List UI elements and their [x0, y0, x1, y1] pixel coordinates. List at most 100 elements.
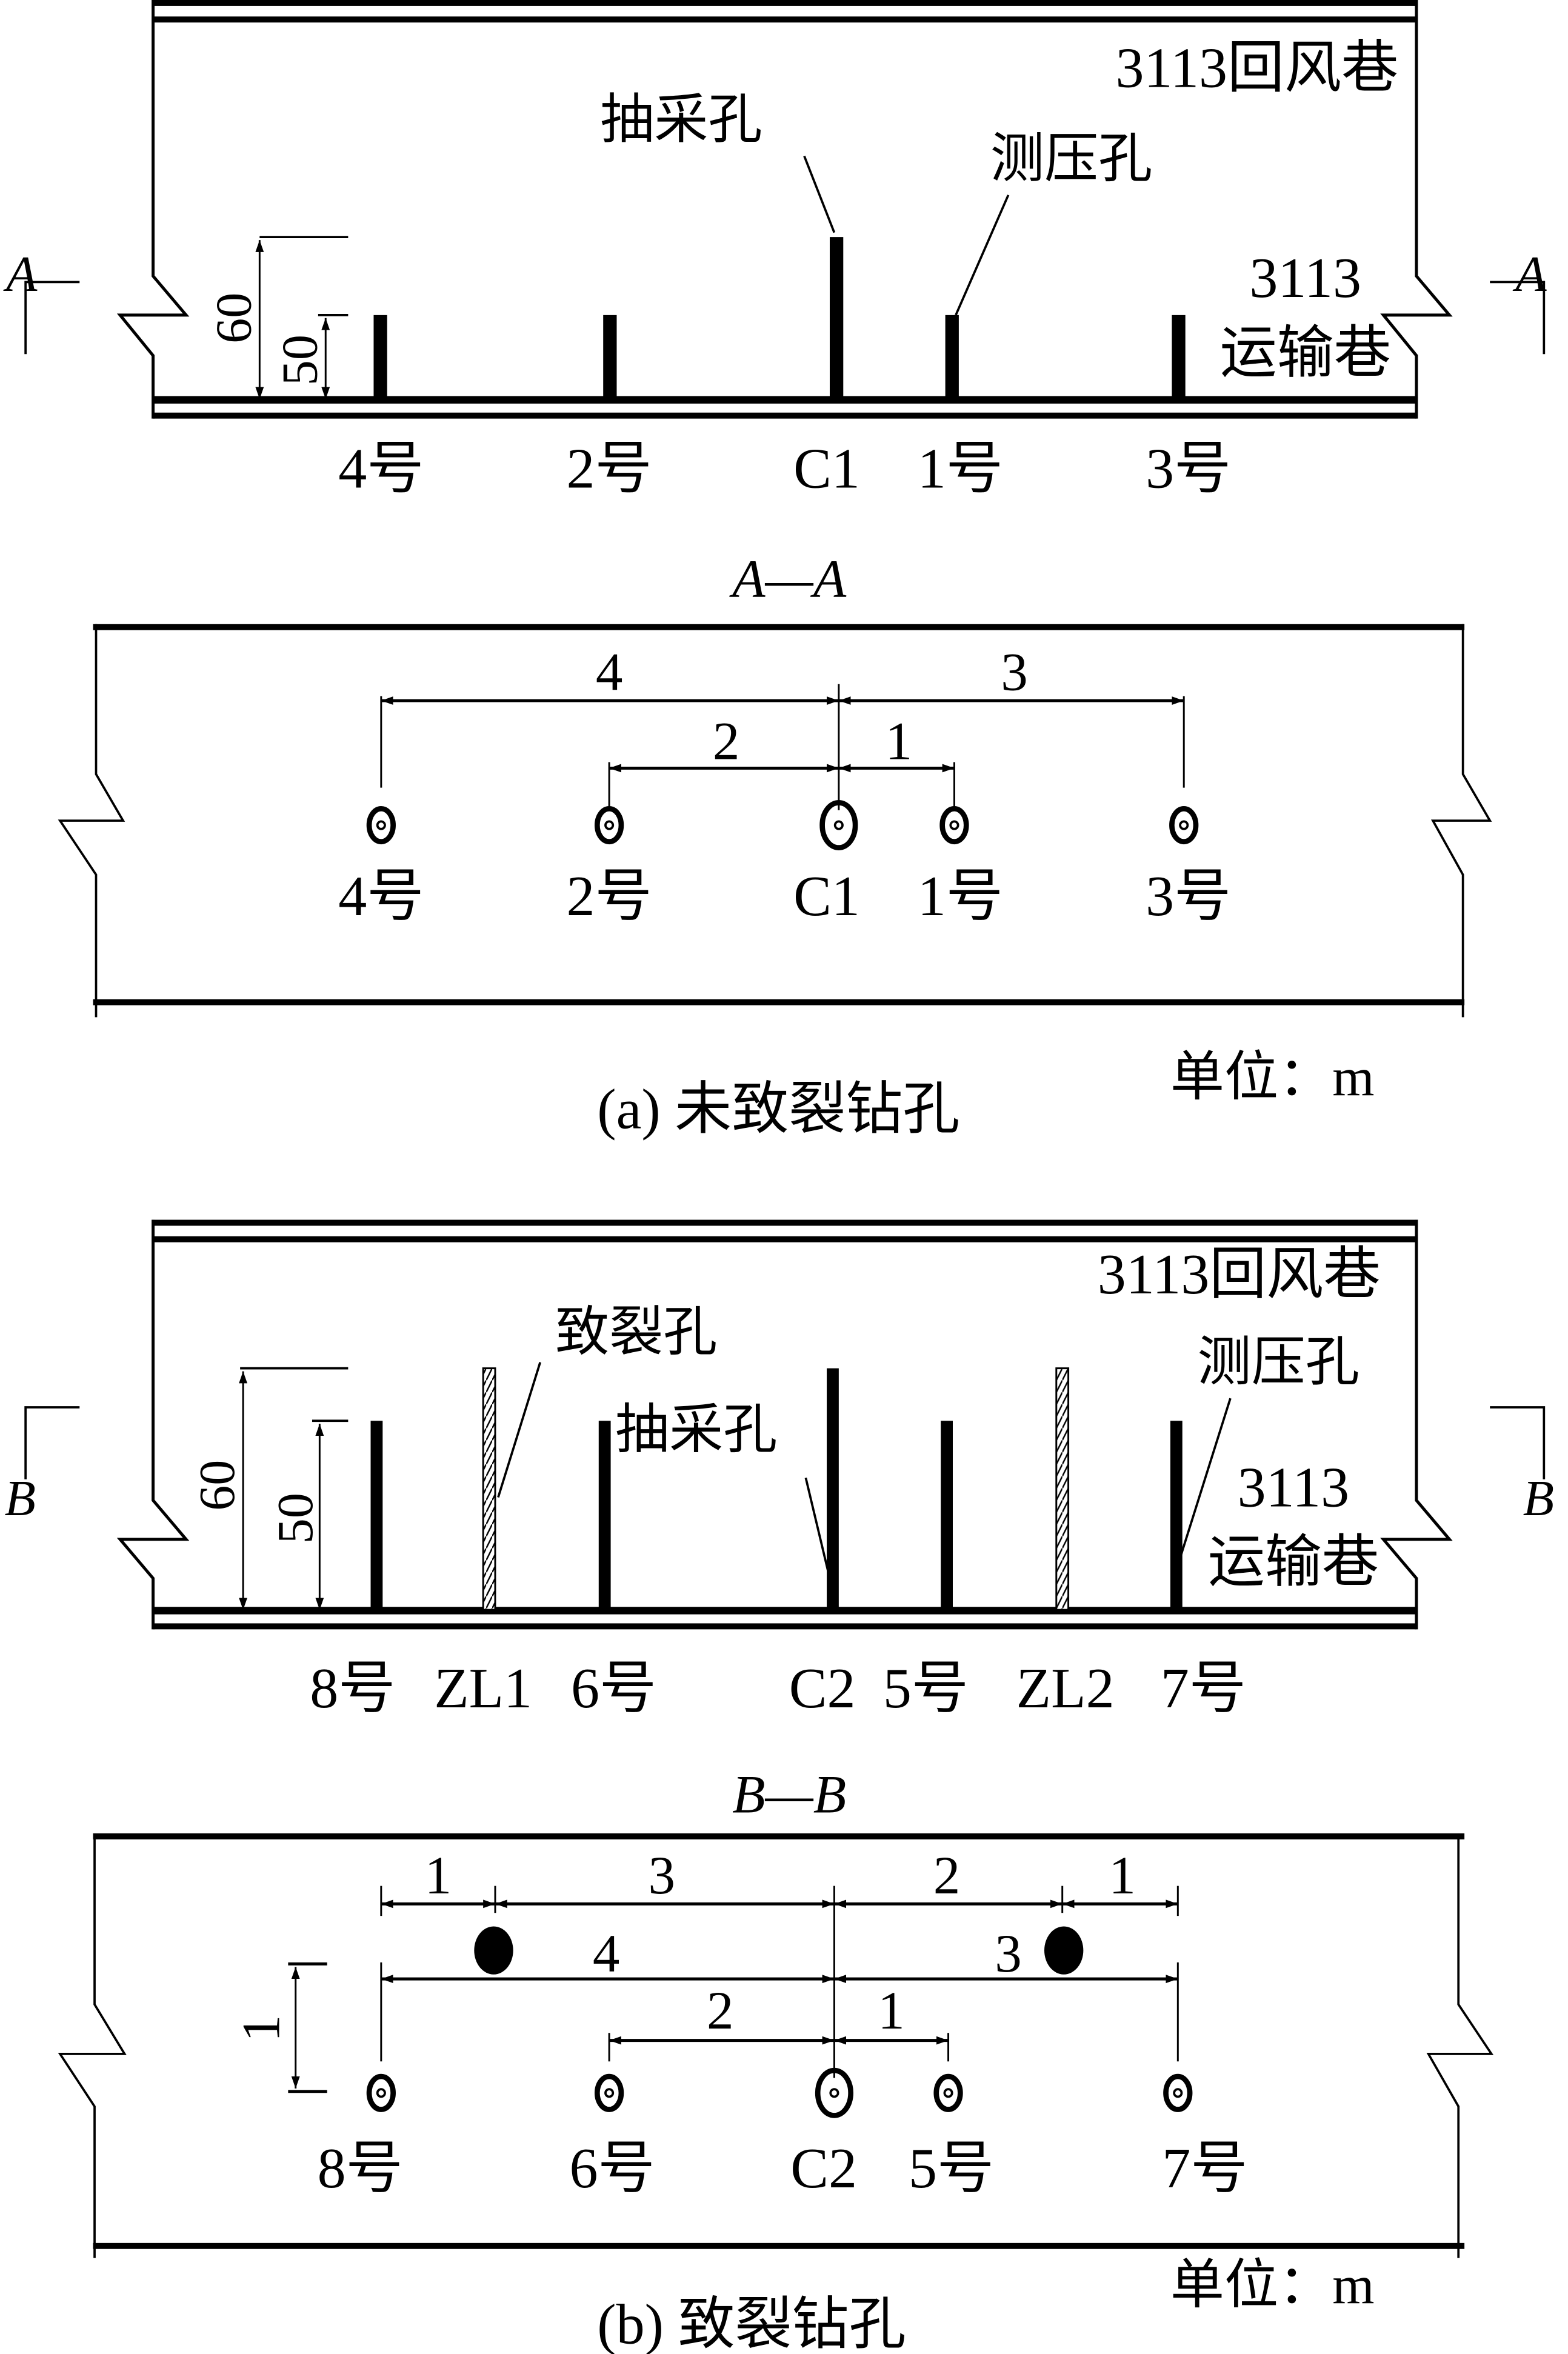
dim-label: 2: [713, 712, 740, 772]
hole-symbol-6: [594, 2073, 624, 2112]
borehole-3-bar: [1172, 315, 1186, 399]
hole-symbol-7: [1163, 2073, 1193, 2112]
callout-extraction-leader: [803, 155, 836, 233]
hole-symbol-4: [366, 805, 396, 845]
borehole-c1-bar: [830, 237, 844, 399]
section-title-a: A—A: [729, 550, 847, 609]
lower-roadway-wall-outer: [153, 1623, 1416, 1630]
hole-label: 5号: [883, 1657, 969, 1720]
dim-label: 3: [648, 1846, 675, 1906]
section-mark-left: [24, 1406, 80, 1479]
panel-a-section-view: A—A 4 3 2 1 4号 2号 C1 1号 3号 单位：m (a) 未致裂钻…: [58, 550, 1492, 1141]
borehole-zl1-bar: [482, 1367, 496, 1611]
panel-b-section-view: B—B 1 3 2 1 4 3 2 1: [58, 1765, 1494, 2354]
dim-label: 3: [995, 1924, 1022, 1984]
dim-label: 1: [878, 1981, 905, 2041]
hole-label: 2号: [567, 438, 652, 501]
section-left-break: [58, 624, 125, 1018]
hole-label: 3号: [1146, 865, 1231, 928]
hole-symbol-3: [1169, 805, 1199, 845]
dim-label: 1: [886, 712, 913, 772]
section-right-break: [1430, 624, 1492, 1018]
borehole-zl2-bar: [1055, 1367, 1070, 1611]
callout-pressure-leader: [1178, 1398, 1232, 1561]
borehole-c2-bar: [827, 1368, 839, 1610]
hole-label: C2: [790, 2137, 857, 2200]
caption-a: (a) 未致裂钻孔: [597, 1078, 959, 1141]
dim-label: 2: [933, 1846, 961, 1906]
section-mark-right: [1490, 1406, 1546, 1479]
hole-symbol-c1: [819, 800, 858, 850]
callout-pressure-hole: 测压孔: [990, 130, 1152, 189]
hole-symbol-2: [594, 805, 624, 845]
upper-roadway-wall-inner: [153, 16, 1416, 23]
fracture-hole-zl1: [474, 1926, 513, 1975]
section-mark-left: [24, 281, 80, 355]
callout-extraction-hole: 抽采孔: [600, 91, 762, 150]
upper-roadway-label: 3113回风巷: [1115, 37, 1398, 100]
section-roof-line: [93, 624, 1465, 630]
hole-symbol-8: [366, 2073, 396, 2112]
callout-fracture-leader: [497, 1362, 542, 1498]
upper-roadway-wall: [153, 1219, 1416, 1226]
dim-label: 4: [596, 643, 623, 702]
hole-label: 2号: [567, 865, 652, 928]
upper-roadway-label: 3113回风巷: [1098, 1243, 1381, 1306]
lower-roadway-label-line1: 3113: [1238, 1456, 1350, 1519]
upper-roadway-wall-inner: [153, 1236, 1416, 1242]
hole-symbol-5: [933, 2073, 963, 2112]
lower-roadway-label-line2: 运输巷: [1208, 1531, 1379, 1594]
section-title-b: B—B: [732, 1765, 846, 1824]
upper-roadway-wall: [153, 0, 1416, 6]
dim-label: 3: [1001, 643, 1028, 702]
dim-label: 4: [593, 1924, 620, 1984]
caption-b: (b) 致裂钻孔: [597, 2293, 906, 2354]
section-floor-line: [93, 999, 1465, 1005]
hole-label: 3号: [1146, 438, 1231, 501]
right-break-line: [1380, 0, 1453, 419]
hole-label: ZL2: [1016, 1657, 1115, 1720]
borehole-8-bar: [370, 1421, 383, 1610]
hole-label: 1号: [918, 438, 1003, 501]
hole-label: 7号: [1161, 1657, 1246, 1720]
borehole-2-bar: [603, 315, 617, 399]
borehole-4-bar: [373, 315, 387, 399]
hole-label: 4号: [338, 865, 424, 928]
lower-roadway-wall: [153, 1607, 1416, 1615]
offset-dim-label: 1: [232, 2015, 292, 2042]
section-roof-line: [93, 1833, 1465, 1839]
hole-label: 8号: [318, 2137, 403, 2200]
fracture-hole-zl2: [1044, 1926, 1084, 1975]
panel-a-plan-view: A A 60 50 抽采孔 测压孔 3113回风巷 3113 运输巷 4号 2号…: [3, 0, 1547, 501]
borehole-6-bar: [598, 1421, 611, 1610]
callout-fracture-hole: 致裂孔: [555, 1303, 717, 1362]
section-letter-left: A: [3, 246, 38, 302]
hole-label: ZL1: [434, 1657, 532, 1720]
borehole-1-bar: [945, 315, 959, 399]
dim-label: 1: [425, 1846, 452, 1906]
panel-b-plan-view: B B 60 50 致裂孔 抽采孔 测压孔 3113回风巷 3113 运输巷 8…: [4, 1219, 1554, 1720]
dim-label: 2: [707, 1981, 734, 2041]
section-right-break: [1426, 1833, 1494, 2258]
callout-pressure-hole: 测压孔: [1197, 1333, 1359, 1392]
hole-label: 6号: [571, 1657, 656, 1720]
lower-roadway-label-line2: 运输巷: [1220, 322, 1391, 385]
hole-label: 7号: [1162, 2137, 1247, 2200]
hole-label: C2: [789, 1657, 856, 1720]
borehole-5-bar: [941, 1421, 953, 1610]
left-break-line: [116, 1219, 190, 1630]
section-letter-right: B: [1523, 1470, 1554, 1527]
hole-label: 1号: [918, 865, 1003, 928]
left-break-line: [116, 0, 190, 419]
section-left-break: [58, 1833, 127, 2258]
section-letter-left: B: [4, 1470, 35, 1527]
unit-label-b: 单位：m: [1170, 2256, 1375, 2315]
hole-symbol-1: [939, 805, 969, 845]
unit-label-a: 单位：m: [1170, 1048, 1375, 1107]
dim-60-label: 60: [189, 1460, 245, 1511]
hole-symbol-c2: [815, 2067, 853, 2118]
lower-roadway-label-line1: 3113: [1249, 247, 1361, 310]
callout-pressure-leader: [955, 195, 1010, 316]
hole-label: 8号: [310, 1657, 395, 1720]
